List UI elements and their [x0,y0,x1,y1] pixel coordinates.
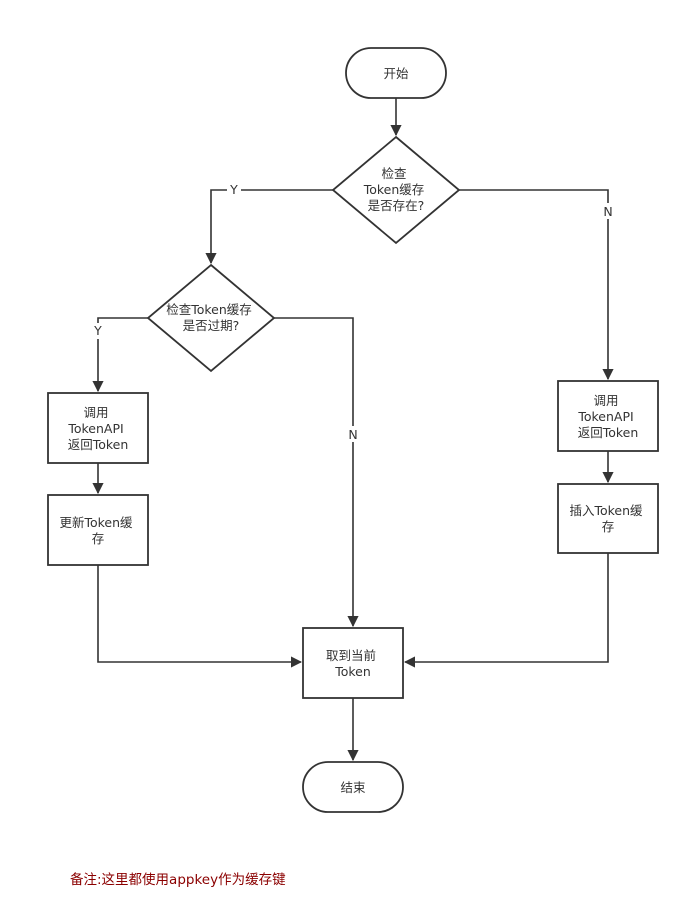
label-cache-no: N [603,204,612,219]
node-call-api-right-text: 调用 TokenAPI 返回Token [577,393,638,440]
node-call-api-left: 调用 TokenAPI 返回Token [47,392,149,464]
label-expired-no: N [348,427,357,442]
node-update-cache-text: 更新Token缓 存 [59,515,136,546]
node-insert-cache: 插入Token缓 存 [557,483,659,554]
node-start-text: 开始 [383,66,409,81]
node-insert-cache-text: 插入Token缓 存 [569,503,646,534]
node-end: 结束 [302,761,404,813]
node-get-token: 取到当前 Token [302,627,404,699]
node-check-expired-text: 检查Token缓存 是否过期? [166,302,256,333]
node-end-text: 结束 [340,780,366,795]
label-cache-yes: Y [229,182,238,197]
edge-update-to-get-token [97,565,303,668]
label-expired-yes: Y [93,323,102,338]
footnote: 备注:这里都使用appkey作为缓存键 [70,872,286,888]
node-get-token-text: 取到当前 Token [326,648,380,679]
node-check-expired: 检查Token缓存 是否过期? [146,263,276,373]
edge-check-expired-yes [92,317,148,393]
node-check-cache: 检查 Token缓存 是否存在? [331,135,461,245]
node-check-cache-text: 检查 Token缓存 是否存在? [363,166,429,213]
edge-check-cache-yes [205,189,333,265]
edge-insert-to-get-token [403,553,609,668]
node-update-cache: 更新Token缓 存 [47,494,149,566]
node-start: 开始 [345,47,447,99]
node-call-api-right: 调用 TokenAPI 返回Token [557,380,659,452]
edge-check-cache-no [459,189,614,381]
edge-check-expired-no [274,317,359,628]
node-call-api-left-text: 调用 TokenAPI 返回Token [67,405,128,452]
